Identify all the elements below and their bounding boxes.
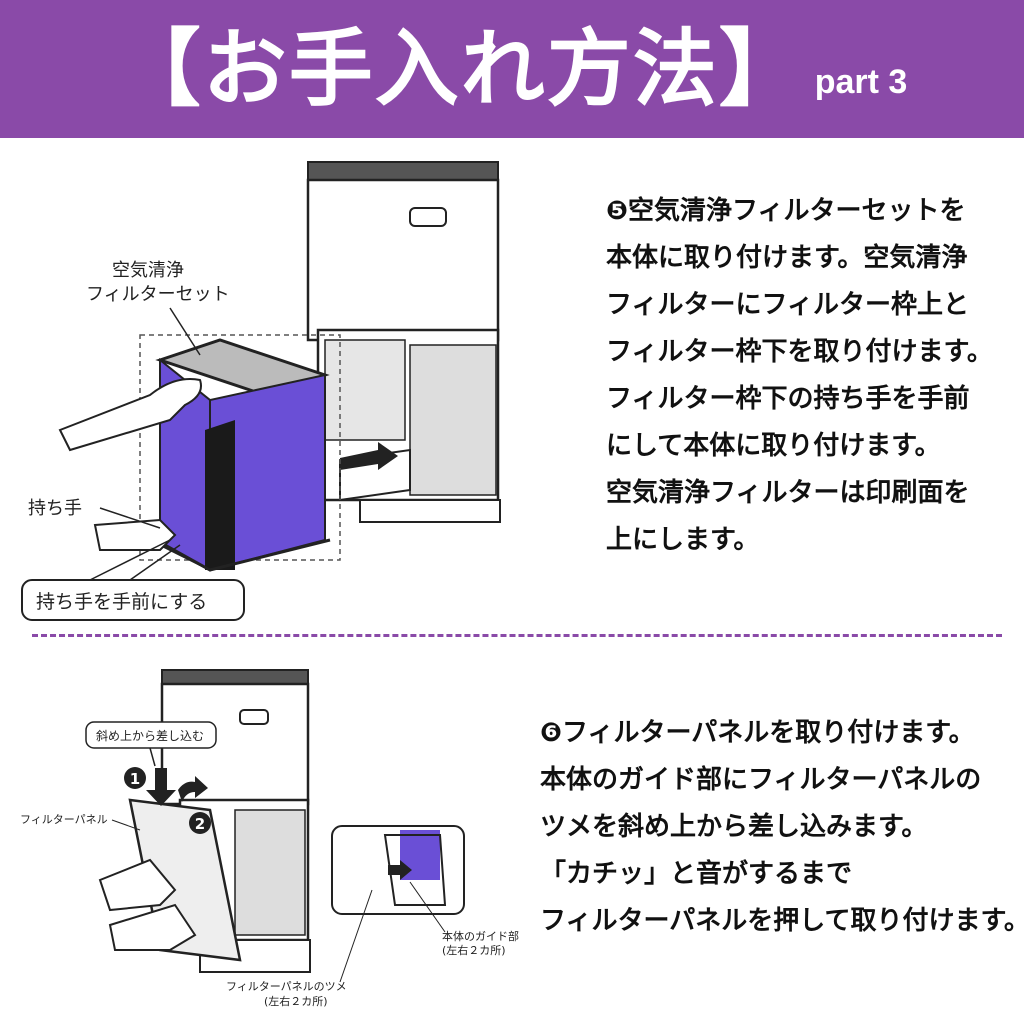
label-panel: フィルターパネル [20,813,108,826]
hand-top [58,378,202,452]
step5-line: 本体に取り付けます。空気清浄 [606,243,968,273]
header-banner: 【お手入れ方法】 part 3 [0,0,1024,138]
purifier-body [306,161,501,523]
step5-instructions: ❺空気清浄フィルターセットを 本体に取り付けます。空気清浄 フィルターにフィルタ… [606,188,993,564]
hands-panel [98,858,197,951]
step6-line: 本体のガイド部にフィルターパネルの [540,765,982,795]
step5-line: フィルター枠下を取り付けます。 [606,337,993,367]
step5-line: フィルターにフィルター枠上と [606,290,969,320]
callout-insert-box [85,721,217,749]
page-title: 【お手入れ方法】 [116,20,805,118]
step6-line: フィルターパネルを押して取り付けます。 [540,906,1024,936]
callout-handle-front: 持ち手を手前にする [36,591,207,613]
section-divider [32,634,1002,637]
step5-illustration: 空気清浄 フィルターセット 持ち手 持ち手を手前にする [21,161,501,621]
hand-bottom [93,518,177,551]
arrow-push [178,776,208,802]
badge-1-label: 1 [130,770,140,788]
step5-line: フィルター枠下の持ち手を手前 [606,384,970,414]
badge-1 [124,767,146,789]
step6-instructions: ❻フィルターパネルを取り付けます。 本体のガイド部にフィルターパネルの ツメを斜… [540,710,1024,945]
callout-handle-front-box [21,579,245,621]
detail-inset [331,825,465,915]
step5-line: ❺空気清浄フィルターセットを [606,196,966,226]
label-guide-line1: 本体のガイド部 [442,929,519,943]
step5-line: 上にします。 [606,525,760,555]
step6-line: ❻フィルターパネルを取り付けます。 [540,718,975,748]
label-filter-set-line2: フィルターセット [86,284,230,305]
label-guide-line2: (左右２カ所) [442,943,506,957]
badge-2 [189,812,211,834]
step5-line: 空気清浄フィルターは印刷面を [606,478,970,508]
label-tab-line2: (左右２カ所) [264,994,328,1008]
label-handle: 持ち手 [28,498,82,519]
step5-line: にして本体に取り付けます。 [606,431,941,461]
arrow-down [146,768,176,806]
label-tab-line1: フィルターパネルのツメ [226,980,347,993]
step6-illustration: 1 2 斜め上から差し込む フィルターパネル 本体のガイド部 (左右２カ所) フ… [20,669,519,1008]
badge-2-label: 2 [195,815,205,833]
step6-line: 「カチッ」と音がするまで [540,859,853,889]
label-filter-set-line1: 空気清浄 [112,260,184,281]
callout-insert: 斜め上から差し込む [96,729,204,743]
page-subtitle: part 3 [814,62,908,101]
step6-line: ツメを斜め上から差し込みます。 [540,812,928,842]
